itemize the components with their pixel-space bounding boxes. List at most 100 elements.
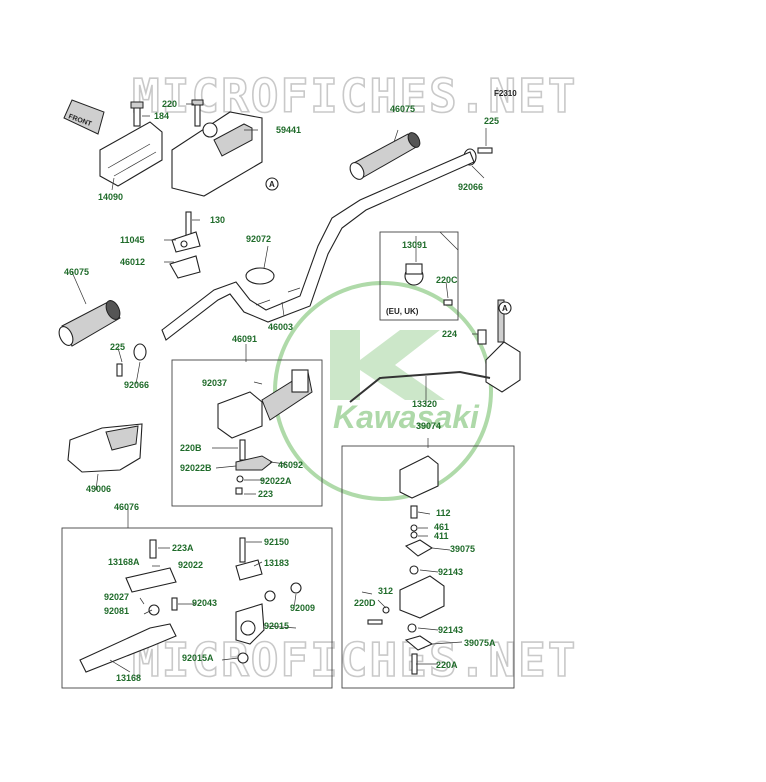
label-184: 184	[154, 111, 169, 121]
label-220a: 220A	[436, 660, 458, 670]
part-411-oring	[410, 531, 418, 539]
label-39075a: 39075A	[464, 638, 496, 648]
kawasaki-logo-text: Kawasaki	[333, 399, 480, 435]
ref-marker-a-1: A	[265, 177, 279, 191]
label-461: 461	[434, 522, 449, 532]
label-92143-bottom: 92143	[438, 625, 463, 635]
label-130: 130	[210, 215, 225, 225]
part-13168-lever	[79, 623, 177, 673]
label-11045: 11045	[120, 235, 145, 245]
watermark-bottom: MICROFICHES.NET	[132, 633, 577, 687]
part-92066-weight-left	[133, 343, 147, 361]
part-13168a-bracket	[125, 567, 177, 593]
label-46075-top: 46075	[390, 104, 415, 114]
part-92009-nut	[290, 582, 302, 594]
label-224: 224	[442, 329, 457, 339]
label-92066-top: 92066	[458, 182, 483, 192]
label-92022: 92022	[178, 560, 203, 570]
label-46012: 46012	[120, 257, 145, 267]
label-92143-top: 92143	[438, 567, 463, 577]
part-46012-holder	[169, 211, 201, 279]
label-92043: 92043	[192, 598, 217, 608]
label-92027: 92027	[104, 592, 129, 602]
label-13091: 13091	[402, 240, 427, 250]
part-46091-switch	[217, 369, 313, 439]
part-461-washer	[410, 524, 418, 532]
kawasaki-logo: Kawasaki	[273, 281, 493, 501]
part-59441-cover	[171, 111, 263, 197]
part-92143-top	[409, 565, 419, 575]
watermark-top: MICROFICHES.NET	[132, 69, 577, 123]
part-39074-cover	[399, 455, 439, 499]
label-312: 312	[378, 586, 393, 596]
part-92143-bottom	[407, 623, 417, 633]
part-220b-screw	[239, 439, 246, 461]
label-92150: 92150	[264, 537, 289, 547]
label-13168a: 13168A	[108, 557, 140, 567]
label-92066-left: 92066	[124, 380, 149, 390]
label-13183: 13183	[264, 558, 289, 568]
part-92015a-nut	[237, 652, 249, 664]
label-59441: 59441	[276, 125, 301, 135]
label-46075-left: 46075	[64, 267, 89, 277]
part-92072-clamp	[245, 267, 275, 285]
label-411: 411	[434, 531, 449, 541]
label-92022a: 92022A	[260, 476, 292, 486]
label-225-top: 225	[484, 116, 499, 126]
part-14090-bracket	[99, 121, 163, 187]
part-throttle-case	[399, 575, 445, 619]
label-92022b: 92022B	[180, 463, 212, 473]
box-46076	[61, 527, 333, 689]
box-46091	[171, 359, 323, 507]
label-92015a: 92015A	[182, 653, 214, 663]
label-13320: 13320	[412, 399, 437, 409]
label-225-left: 225	[110, 342, 125, 352]
part-220c-screw	[443, 299, 453, 306]
label-46003: 46003	[268, 322, 293, 332]
part-46003-handlebar	[161, 151, 475, 341]
label-223: 223	[258, 489, 273, 499]
label-92081: 92081	[104, 606, 129, 616]
label-112: 112	[436, 508, 451, 518]
part-92081-spring	[148, 604, 160, 616]
part-lever-bracket	[235, 603, 265, 645]
label-92037: 92037	[202, 378, 227, 388]
label-46076: 46076	[114, 502, 139, 512]
label-39074: 39074	[416, 421, 441, 431]
part-46092-lever	[235, 455, 273, 471]
part-92043-pin	[171, 597, 178, 611]
part-49006-guard	[67, 423, 143, 473]
part-220d-screw	[367, 619, 383, 625]
ref-marker-a-2: A	[498, 301, 512, 315]
label-13168: 13168	[116, 673, 141, 683]
part-13320-cable	[349, 370, 491, 403]
part-13091-clamp	[404, 263, 424, 286]
part-92022a-washer	[236, 475, 244, 483]
label-46092: 46092	[278, 460, 303, 470]
part-224-bolt	[477, 329, 487, 345]
eu-uk-box	[379, 231, 459, 321]
part-46075-grip-top	[349, 132, 421, 180]
part-92015-collar	[264, 590, 276, 602]
part-13183-plate	[235, 559, 263, 581]
front-arrow-tag: FRONT	[63, 99, 105, 135]
part-throttle-housing	[485, 299, 521, 393]
ref-marker-a-2-text: A	[502, 304, 508, 313]
label-220d: 220D	[354, 598, 376, 608]
part-225-screw-left	[116, 363, 123, 377]
ref-marker-a-1-text: A	[269, 180, 275, 189]
label-223a: 223A	[172, 543, 194, 553]
part-223-screw	[235, 487, 243, 495]
label-92072: 92072	[246, 234, 271, 244]
part-184-bolt	[130, 101, 144, 127]
part-92150-bolt	[239, 537, 246, 563]
region-note: (EU, UK)	[386, 307, 419, 316]
part-225-screw-right	[477, 147, 493, 154]
part-39075-arm	[404, 539, 434, 557]
part-46075-grip-left	[58, 300, 121, 347]
leader-lines	[71, 103, 487, 673]
label-92015: 92015	[264, 621, 289, 631]
part-112-screw	[410, 505, 418, 519]
label-92009: 92009	[290, 603, 315, 613]
